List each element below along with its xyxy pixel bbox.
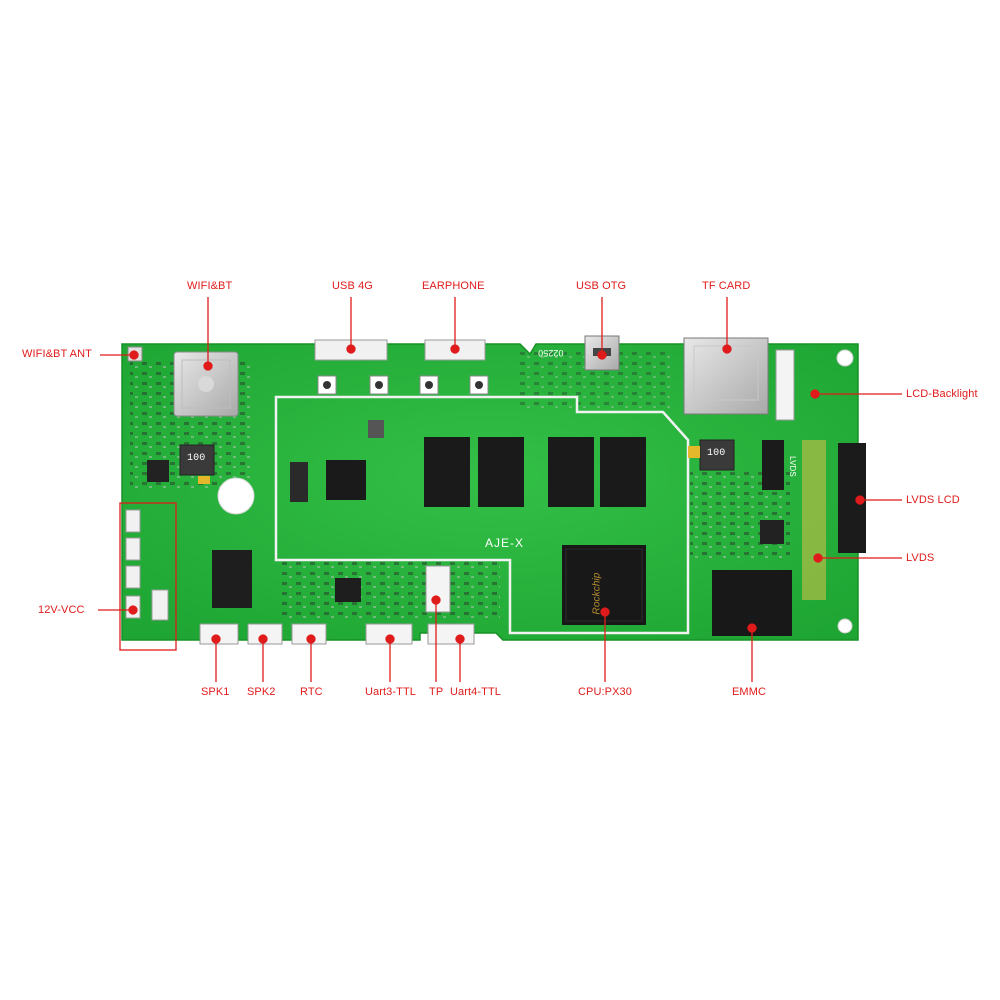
label-emmc: EMMC: [732, 686, 767, 698]
lvds-header-pins: [762, 440, 866, 600]
tactile-buttons: [317, 375, 489, 395]
label-lvds-lcd: LVDS LCD: [906, 494, 960, 506]
label-uart3: Uart3-TTL: [365, 686, 417, 698]
label-cpu: CPU:PX30: [578, 686, 632, 698]
silkscreen-soc-logo: Rockchip: [591, 572, 603, 615]
silkscreen-board-code: 02250: [538, 348, 564, 358]
label-uart4: Uart4-TTL: [450, 686, 502, 698]
silkscreen-inductor-right: 100: [707, 448, 726, 459]
label-tp: TP: [429, 686, 444, 698]
mounting-hole: [217, 477, 255, 515]
silkscreen-brand: AJE-X: [485, 536, 525, 550]
label-usb-4g: USB 4G: [332, 280, 373, 292]
silkscreen-inductor-left: 100: [187, 453, 206, 464]
label-rtc: RTC: [300, 686, 323, 698]
inductor-left: [179, 444, 215, 476]
label-lcd-backlight: LCD-Backlight: [906, 388, 978, 400]
inductor-right: [699, 439, 735, 471]
ddr-memory-chips: [424, 437, 646, 507]
label-lvds: LVDS: [906, 552, 935, 564]
label-usb-otg: USB OTG: [576, 280, 627, 292]
label-wifi-bt-ant: WIFI&BT ANT: [22, 348, 92, 360]
label-earphone: EARPHONE: [422, 280, 485, 292]
mounting-hole-right: [836, 349, 854, 367]
power-input-block: [119, 502, 177, 651]
label-spk1: SPK1: [201, 686, 230, 698]
lcd-backlight-connector: [775, 349, 795, 421]
core-module-outline: [274, 395, 690, 635]
label-wifi-bt: WIFI&BT: [187, 280, 233, 292]
label-12v-vcc: 12V-VCC: [38, 604, 85, 616]
label-tf-card: TF CARD: [702, 280, 751, 292]
label-spk2: SPK2: [247, 686, 276, 698]
silkscreen-lvds: LVDS: [787, 456, 797, 477]
pmic-chip: [326, 460, 366, 500]
callout-lines: [98, 297, 902, 682]
